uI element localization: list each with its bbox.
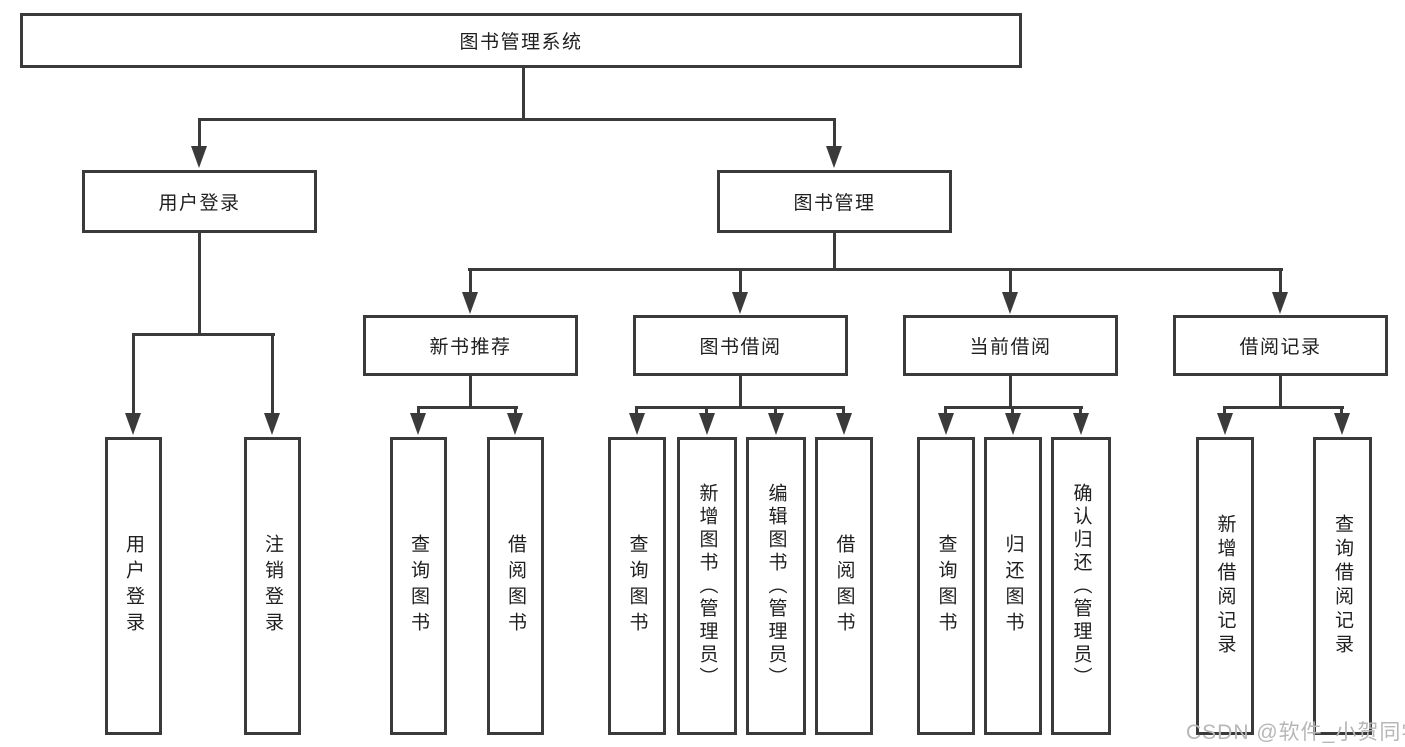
leaf-groupD-add-borrow-record-label: 新增借阅记录 [1214, 514, 1236, 658]
node-book-borrow-label: 图书借阅 [699, 337, 782, 358]
connector-groupA-split [417, 406, 518, 409]
connector-mgmt-stem [833, 233, 836, 271]
leaf-groupD-query-borrow-record: 查询借阅记录 [1313, 437, 1372, 735]
leaf-groupB-edit-books-admin: 编辑图书（管理员） [746, 437, 806, 735]
connector-login-child1-drop [132, 333, 135, 413]
arrow-groupC-c2 [1005, 413, 1021, 435]
connector-groupB-c4-drop [842, 406, 845, 416]
connector-groupC-c2-drop [1011, 406, 1014, 416]
leaf-groupB-borrow-books: 借阅图书 [815, 437, 873, 735]
connector-level2-split [198, 118, 836, 121]
leaf-groupC-confirm-return-admin: 确认归还（管理员） [1051, 437, 1111, 735]
connector-groupD-c2-drop [1340, 406, 1343, 416]
leaf-groupD-add-borrow-record: 新增借阅记录 [1196, 437, 1254, 735]
leaf-user-login: 用户登录 [105, 437, 162, 735]
leaf-groupC-query-books-label: 查询图书 [935, 534, 957, 638]
leaf-logout-label: 注销登录 [262, 534, 283, 638]
arrow-to-mgmt [826, 146, 842, 168]
leaf-groupC-return-books: 归还图书 [984, 437, 1042, 735]
connector-login-drop [198, 118, 201, 150]
node-book-management-label: 图书管理 [793, 193, 876, 214]
connector-groupB-c1-drop [635, 406, 638, 416]
node-new-book-recommend-label: 新书推荐 [429, 337, 512, 358]
leaf-groupC-return-books-label: 归还图书 [1002, 534, 1024, 638]
arrow-groupC-c3 [1073, 413, 1089, 435]
connector-login-split [132, 333, 275, 336]
arrow-groupB-c3 [768, 413, 784, 435]
node-current-borrow-label: 当前借阅 [969, 337, 1052, 358]
connector-mgmt-drop [833, 118, 836, 150]
connector-login-child2-drop [271, 333, 274, 413]
arrow-groupB-c4 [836, 413, 852, 435]
arrow-groupA-c1 [410, 413, 426, 435]
arrow-to-current-borrow [1002, 292, 1018, 314]
arrow-to-logout-leaf [264, 413, 280, 435]
node-user-login: 用户登录 [82, 170, 317, 233]
leaf-groupA-borrow-books-label: 借阅图书 [505, 534, 526, 638]
connector-group2-drop [739, 268, 742, 294]
leaf-groupB-query-books-label: 查询图书 [626, 534, 648, 638]
node-user-login-label: 用户登录 [158, 193, 241, 214]
leaf-groupB-add-books-admin-label: 新增图书（管理员） [696, 482, 718, 690]
arrow-groupD-c2 [1334, 413, 1350, 435]
node-current-borrow: 当前借阅 [903, 315, 1118, 376]
node-book-borrow: 图书借阅 [633, 315, 848, 376]
connector-groupD-split [1223, 406, 1344, 409]
connector-group4-drop [1279, 268, 1282, 294]
node-borrow-records-label: 借阅记录 [1239, 337, 1322, 358]
connector-login-stem [198, 233, 201, 335]
csdn-watermark: CSDN @软件_小贺同学 [1186, 721, 1405, 744]
arrow-to-book-borrow [732, 292, 748, 314]
arrow-groupB-c2 [699, 413, 715, 435]
leaf-groupB-query-books: 查询图书 [608, 437, 666, 735]
connector-group1-drop [469, 268, 472, 294]
connector-group3-drop [1009, 268, 1012, 294]
leaf-groupC-confirm-return-admin-label: 确认归还（管理员） [1070, 482, 1092, 690]
node-book-management: 图书管理 [717, 170, 952, 233]
arrow-to-borrow-records [1272, 292, 1288, 314]
arrow-groupC-c1 [938, 413, 954, 435]
leaf-groupB-edit-books-admin-label: 编辑图书（管理员） [765, 482, 787, 690]
connector-root-stem [522, 68, 525, 121]
arrow-groupA-c2 [507, 413, 523, 435]
node-borrow-records: 借阅记录 [1173, 315, 1388, 376]
leaf-groupC-query-books: 查询图书 [917, 437, 975, 735]
connector-groupB-c3-drop [774, 406, 777, 416]
connector-groupB-split [635, 406, 845, 409]
connector-groupC-stem [1009, 376, 1012, 409]
node-new-book-recommend: 新书推荐 [363, 315, 578, 376]
arrow-to-login-leaf [125, 413, 141, 435]
connector-groupA-stem [469, 376, 472, 409]
leaf-groupA-borrow-books: 借阅图书 [487, 437, 544, 735]
leaf-groupB-add-books-admin: 新增图书（管理员） [677, 437, 737, 735]
connector-groupC-c3-drop [1079, 406, 1082, 416]
node-root-label: 图书管理系统 [459, 32, 583, 53]
leaf-logout: 注销登录 [244, 437, 301, 735]
leaf-groupA-query-books-label: 查询图书 [408, 534, 429, 638]
arrow-groupB-c1 [629, 413, 645, 435]
connector-groupA-c1-drop [417, 406, 420, 416]
connector-groupB-c2-drop [705, 406, 708, 416]
connector-groupA-c2-drop [514, 406, 517, 416]
connector-groupC-c1-drop [944, 406, 947, 416]
connector-groupD-c1-drop [1223, 406, 1226, 416]
leaf-groupA-query-books: 查询图书 [390, 437, 447, 735]
node-root: 图书管理系统 [20, 13, 1022, 68]
leaf-groupB-borrow-books-label: 借阅图书 [833, 534, 855, 638]
leaf-groupD-query-borrow-record-label: 查询借阅记录 [1332, 514, 1353, 658]
arrow-to-login [191, 146, 207, 168]
connector-level3-split [468, 268, 1283, 271]
arrow-to-new-book [462, 292, 478, 314]
connector-groupB-stem [739, 376, 742, 409]
leaf-user-login-label: 用户登录 [123, 534, 144, 638]
arrow-groupD-c1 [1217, 413, 1233, 435]
connector-groupD-stem [1279, 376, 1282, 409]
